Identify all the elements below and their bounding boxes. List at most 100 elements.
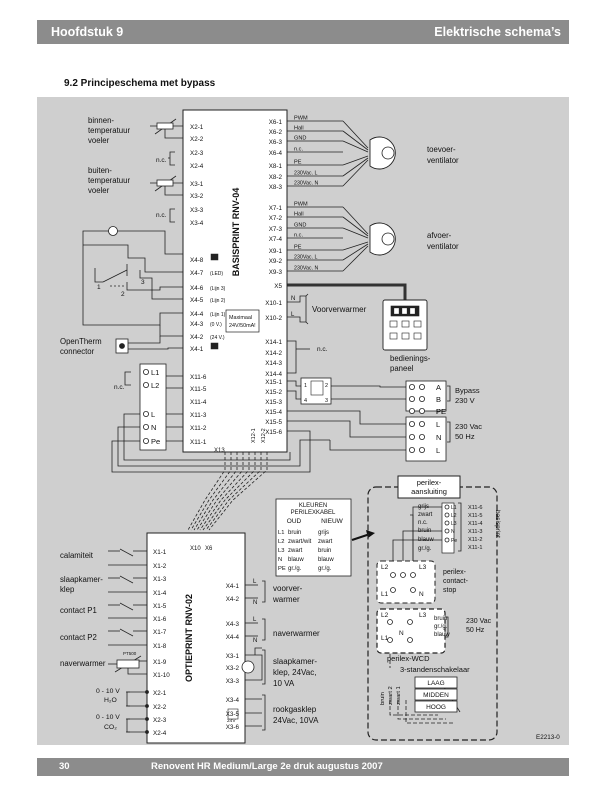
wcd-label: perilex-WCD — [387, 654, 430, 663]
basisprint-terminal-left: X4-3 — [190, 321, 204, 328]
footer-bar: 30 Renovent HR Medium/Large 2e druk augu… — [37, 758, 569, 776]
wcd-box — [376, 608, 446, 654]
terminal-screw — [444, 520, 450, 526]
max-current-note: 24V/50mA! — [229, 323, 256, 329]
wire — [164, 129, 183, 139]
terminal-screw — [444, 504, 450, 510]
perilex-aansluiting-label: perilex- — [417, 478, 442, 487]
basisprint-terminal-left: X11-2 — [190, 425, 207, 432]
panel-button — [401, 332, 410, 340]
terminal-screw — [408, 383, 415, 390]
input-naverwarmer: naverwarmer — [60, 659, 106, 668]
nc-label: n.c. — [156, 157, 167, 164]
basisprint-inner-label: (0 V.) — [210, 322, 222, 328]
terminal-screw — [418, 446, 425, 453]
kleuren-header: OUD — [287, 518, 302, 525]
switch-position-label: MIDDEN — [423, 692, 449, 699]
panel-cable — [287, 283, 407, 300]
wire — [126, 282, 183, 291]
wire — [287, 410, 406, 425]
bedieningspaneel-label: paneel — [390, 364, 414, 373]
wire — [124, 371, 131, 386]
wire — [169, 208, 175, 223]
wire — [287, 390, 301, 400]
wire — [169, 151, 175, 166]
optieprint-terminal-right: X4-4 — [226, 634, 240, 641]
basisprint-terminal-right: X14-1 — [265, 339, 282, 346]
basisprint-terminal-left: X4-7 — [190, 270, 204, 277]
chapter-title: Elektrische schema’s — [434, 25, 561, 39]
basisprint-terminal-right: X7-3 — [269, 226, 283, 233]
switch-number: 1 — [97, 284, 101, 291]
bracket — [262, 618, 266, 641]
kleuren-title: PERILEXKABEL — [291, 510, 336, 516]
fan-wire — [342, 245, 369, 272]
binnen-temp-sensor-label: voeler — [88, 136, 110, 145]
bypass-terminal-label: PE — [436, 407, 446, 416]
basisprint-terminal-right: X9-1 — [269, 248, 283, 255]
perilex-wire-label: bruin — [418, 528, 431, 534]
optieprint-terminal-left: X1-10 — [153, 672, 170, 679]
fan-signal-label: PE — [294, 245, 302, 251]
arrow-head — [366, 530, 375, 538]
basisprint-terminal-right: X8-1 — [269, 163, 283, 170]
terminal-dot — [145, 730, 149, 734]
optieprint-terminal-left: X1-3 — [153, 576, 167, 583]
contactstop-pin: L3 — [419, 564, 427, 571]
basisprint-terminal-left: X3-2 — [190, 193, 204, 200]
contactstop-pin: N — [419, 591, 424, 598]
basisprint-terminal-right: X6-1 — [269, 119, 283, 126]
basisprint-inner-label: (Lijn 1) — [210, 312, 226, 318]
optieprint-terminal-right: X3-4 — [226, 697, 240, 704]
footer-text: Renovent HR Medium/Large 2e druk augustu… — [151, 761, 383, 772]
analog-co2-label: CO₂ — [104, 724, 117, 731]
buiten-temp-sensor-label: voeler — [88, 186, 110, 195]
nc-label: n.c. — [114, 384, 125, 391]
basisprint-terminal-right: X5 — [274, 283, 282, 290]
perilex-x11-label: X11-4 — [468, 521, 483, 527]
kleuren-row: L1 — [278, 530, 284, 536]
kleuren-title: KLEUREN — [299, 503, 327, 509]
optieprint-terminal-left: X2-1 — [153, 690, 167, 697]
analog-h2o-range: 0 - 10 V — [96, 688, 120, 695]
kleuren-row: blauw — [318, 557, 334, 563]
basisprint-vertical-label: basisprint — [494, 510, 501, 538]
wire — [287, 420, 406, 438]
kleuren-row: zwart — [318, 539, 333, 545]
basisprint-terminal-right: X15-1 — [265, 379, 282, 386]
wire — [405, 700, 455, 724]
terminal-screw — [418, 395, 425, 402]
optieprint-terminal-left: X2-4 — [153, 730, 167, 737]
ribbon-cable — [205, 452, 262, 531]
section-title: 9.2 Principeschema met bypass — [64, 78, 216, 89]
wire — [287, 380, 301, 387]
kleuren-row: bruin — [318, 548, 331, 554]
basisprint-terminal-left: X11-1 — [190, 439, 207, 446]
basisprint-terminal-left: X4-4 — [190, 311, 204, 318]
wcd-pin-icon — [387, 637, 393, 643]
fan-signal-label: GND — [294, 136, 306, 142]
perilex-x11-label: X11-2 — [468, 537, 483, 543]
buiten-temp-sensor-label: buiten- — [88, 166, 112, 175]
output-rookgasklep: 24Vac, 10VA — [273, 716, 319, 725]
opentherm-label: connector — [60, 347, 95, 356]
mains-supply-label: L — [436, 420, 440, 429]
mains-terminal-label: Pe — [151, 437, 160, 446]
fan-wire — [342, 159, 369, 187]
contact-switch — [119, 602, 134, 611]
wire — [117, 426, 330, 467]
optieprint-terminal-right: X3-6 — [226, 724, 240, 731]
terminal-screw — [142, 423, 149, 430]
chapter-header-bar: Hoofdstuk 9 Elektrische schema’s — [37, 20, 569, 44]
wire — [159, 325, 183, 337]
wire — [245, 654, 263, 681]
basisprint-inner-label: (LED) — [210, 271, 223, 277]
basisprint-terminal-left: X11-6 — [190, 374, 207, 381]
wire — [331, 385, 406, 388]
motor-symbol — [241, 660, 255, 674]
kleuren-row: bruin — [288, 530, 301, 536]
input-slaapkamerklep: klep — [60, 585, 75, 594]
perilex-plug-term: L1 — [451, 505, 457, 511]
basisprint-terminal-left: X4-1 — [190, 346, 204, 353]
bracket — [447, 385, 451, 402]
